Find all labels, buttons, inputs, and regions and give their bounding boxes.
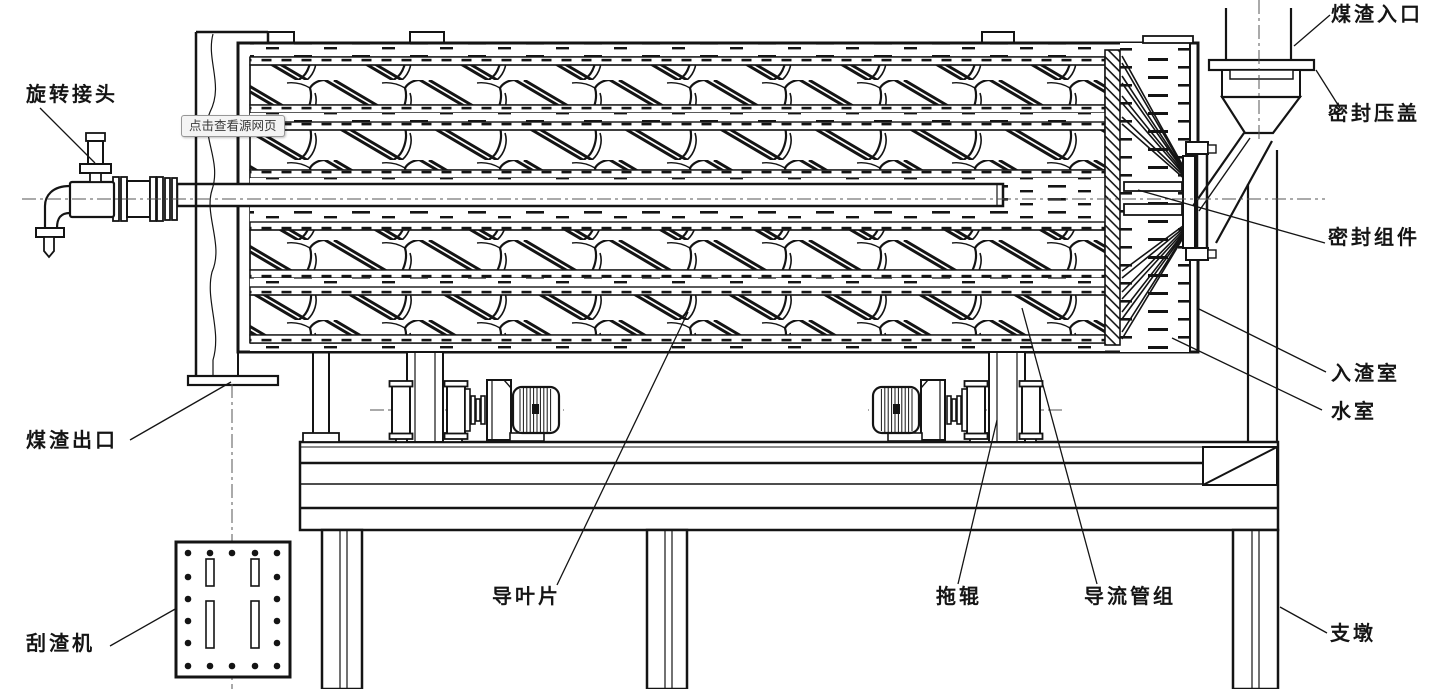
- leader-seal-assembly: [1137, 189, 1326, 244]
- leader-slag-chamber: [1196, 307, 1327, 373]
- leader-slag-inlet: [1293, 14, 1331, 47]
- leader-support-pier: [1279, 606, 1328, 634]
- leader-slag-outlet: [129, 381, 232, 441]
- screw-row-2: [249, 121, 1106, 179]
- label-slag-inlet: 煤渣入口: [1331, 4, 1423, 26]
- leader-guide-tube-group: [1021, 307, 1098, 585]
- label-support-pier: 支墩: [1330, 623, 1376, 645]
- seal-assembly-hub: [1182, 141, 1217, 261]
- leader-scraper: [109, 607, 178, 647]
- frame-leg-left: [320, 528, 364, 689]
- label-slag-outlet: 煤渣出口: [26, 430, 118, 452]
- screw-row-4: [249, 286, 1106, 344]
- label-scraper: 刮渣机: [26, 633, 95, 655]
- leader-lines: [39, 14, 1341, 647]
- leader-rotary-joint: [39, 107, 96, 164]
- label-seal-assembly: 密封组件: [1328, 227, 1420, 249]
- leader-carrier-roller: [957, 419, 998, 585]
- label-carrier-roller: 拖辊: [936, 586, 982, 608]
- label-guide-vane: 导叶片: [492, 586, 561, 608]
- guide-tube-cone-upper: [1121, 55, 1188, 182]
- label-slag-chamber: 入渣室: [1331, 363, 1400, 385]
- leader-seal-gland: [1315, 69, 1341, 109]
- central-shaft: [175, 182, 1005, 208]
- guide-tube-cone-lower: [1121, 222, 1188, 340]
- seal-gland-flange: [1207, 58, 1316, 72]
- base-frame: [298, 352, 1280, 689]
- label-water-chamber: 水室: [1331, 401, 1377, 423]
- label-seal-gland: 密封压盖: [1328, 103, 1420, 125]
- slag-water-chamber: [1104, 35, 1194, 352]
- frame-leg-middle: [645, 528, 689, 689]
- leader-guide-vane: [556, 311, 689, 586]
- screw-row-3: [249, 221, 1106, 279]
- drive-unit-right: [866, 350, 1064, 444]
- view-source-tooltip[interactable]: 点击查看源网页: [181, 115, 285, 137]
- screw-row-1: [249, 56, 1106, 114]
- drive-unit-left: [368, 350, 566, 444]
- leader-water-chamber: [1171, 337, 1323, 411]
- label-rotary-joint: 旋转接头: [26, 84, 118, 106]
- label-guide-tube-group: 导流管组: [1084, 586, 1176, 608]
- rotary-joint: [35, 132, 178, 259]
- feed-hopper: [1192, 0, 1316, 244]
- break-line: [206, 33, 217, 375]
- scraper-plate: [174, 540, 292, 679]
- support-pier: [1202, 150, 1280, 689]
- pier-leg: [1231, 528, 1280, 689]
- slag-outlet-chute: [186, 30, 280, 689]
